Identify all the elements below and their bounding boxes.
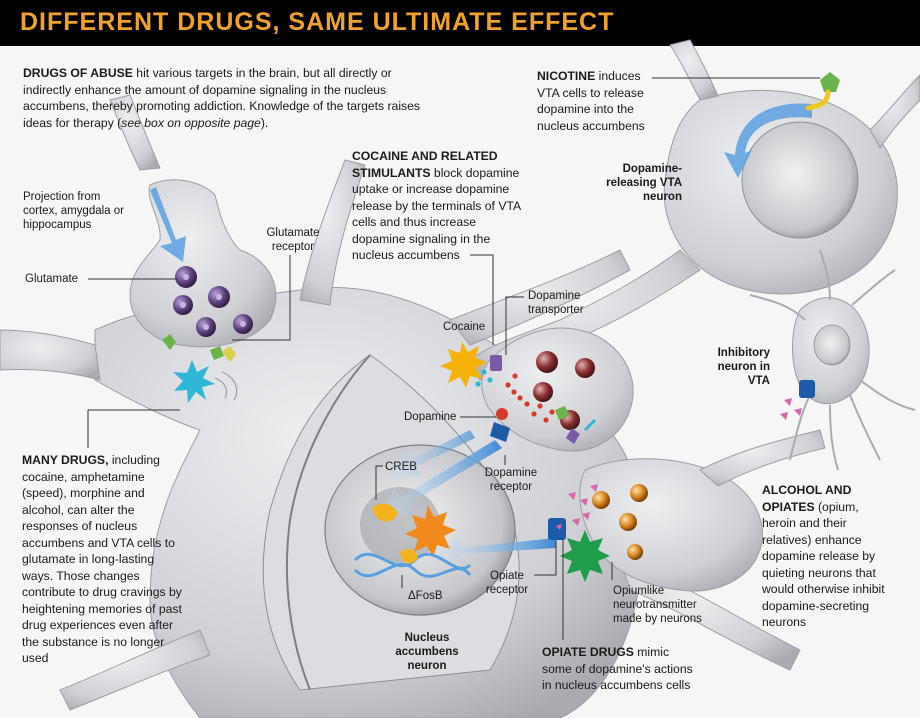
inhibitory-receptor-icon: [799, 380, 815, 398]
nucleus-accumbens-neuron-label: Nucleus accumbens neuron: [395, 632, 459, 672]
cocaine-text: block dopamine uptake or increase dopami…: [352, 165, 521, 263]
intro-text-1: hit various targets in the brain, but al…: [23, 66, 420, 130]
delta-fosb-label: ΔFosB: [408, 590, 443, 602]
opiumlike-label: Opiumlike neurotransmitter made by neuro…: [613, 585, 702, 625]
opiate-drugs-caption: OPIATE DRUGS mimic some of dopamine's ac…: [542, 644, 702, 694]
orange-starburst-icon: [405, 505, 456, 558]
intro-italic-ref: see box on opposite page: [121, 115, 261, 130]
cocaine-caption: COCAINE AND RELATED STIMULANTS block dop…: [352, 148, 522, 264]
vta-release-arrow: [724, 103, 812, 178]
creb-icon: [372, 503, 398, 522]
dopamine-terminal: [481, 327, 634, 452]
glutamate-vesicles: [173, 266, 253, 337]
glutamate-receptor-icons: [162, 334, 236, 362]
projection-arrow: [150, 187, 186, 262]
inhibitory-neuron-label: Inhibitory neuron in VTA: [717, 347, 770, 387]
intro-paragraph: DRUGS OF ABUSE hit various targets in th…: [23, 65, 433, 131]
intro-lead: DRUGS OF ABUSE: [23, 66, 133, 80]
dopamine-transporter-icon: [490, 355, 502, 371]
page-title: DIFFERENT DRUGS, SAME ULTIMATE EFFECT: [20, 8, 615, 36]
glutamate-receptor-label: Glutamate receptor: [266, 227, 320, 253]
signal-arrow-2: [385, 430, 475, 480]
cocaine-label: Cocaine: [443, 321, 486, 333]
nicotine-text: induces VTA cells to release dopamine in…: [537, 69, 645, 133]
opiate-triangles: [568, 484, 598, 526]
dopamine-molecule-icon: [496, 408, 508, 420]
inhibitory-dendrites: [749, 249, 916, 471]
opiate-drugs-text: mimic some of dopamine's actions in nucl…: [542, 645, 693, 692]
alcohol-opiates-text: (opium, heroin and their relatives) enha…: [762, 499, 885, 630]
cocaine-lead: COCAINE AND RELATED STIMULANTS: [352, 149, 498, 180]
cyan-starburst-icon: [173, 360, 215, 403]
opiate-receptor-label: Opiate receptor: [485, 570, 529, 596]
creb-label: CREB: [385, 461, 417, 473]
dopamine-dots: [505, 373, 555, 423]
alcohol-opiates-lead: ALCOHOL AND OPIATES: [762, 483, 852, 514]
nicotine-receptor-icon: [805, 72, 840, 111]
opiate-receptor-icon: [548, 518, 566, 540]
dopamine-transporter-label: Dopamine transporter: [528, 290, 584, 316]
many-drugs-text: including cocaine, amphetamine (speed), …: [22, 453, 182, 665]
many-drugs-lead: MANY DRUGS,: [22, 453, 109, 467]
dopamine-label: Dopamine: [404, 411, 457, 423]
dopamine-receptor-label: Dopamine receptor: [484, 467, 538, 493]
nicotine-lead: NICOTINE: [537, 69, 596, 83]
cocaine-dots: [475, 369, 493, 387]
glutamate-label: Glutamate: [25, 273, 79, 285]
many-drugs-caption: MANY DRUGS, including cocaine, amphetami…: [22, 452, 187, 667]
transporter-icon-2: [566, 428, 580, 444]
signal-arrow-3: [432, 538, 556, 562]
delta-fosb-icon: [400, 549, 418, 564]
inhibitory-triangles: [780, 398, 802, 420]
intro-text-2: ).: [260, 115, 269, 130]
title-bar: DIFFERENT DRUGS, SAME ULTIMATE EFFECT: [0, 0, 920, 46]
opiate-drugs-lead: OPIATE DRUGS: [542, 645, 634, 659]
vta-neuron-label: Dopamine-releasing VTA neuron: [606, 163, 682, 203]
green-starburst-icon: [560, 530, 610, 582]
opiumlike-vesicles: [592, 484, 648, 560]
vta-nucleus: [741, 121, 859, 239]
alcohol-opiates-caption: ALCOHOL AND OPIATES (opium, heroin and t…: [762, 482, 887, 631]
nicotine-caption: NICOTINE induces VTA cells to release do…: [537, 68, 659, 134]
callout-lines: [87, 77, 820, 640]
projection-label: Projection from cortex, amygdala or hipp…: [23, 191, 124, 231]
dopamine-receptor-icon: [490, 422, 510, 442]
cocaine-starburst-icon: [440, 342, 487, 388]
signal-arrow-1: [380, 440, 502, 522]
